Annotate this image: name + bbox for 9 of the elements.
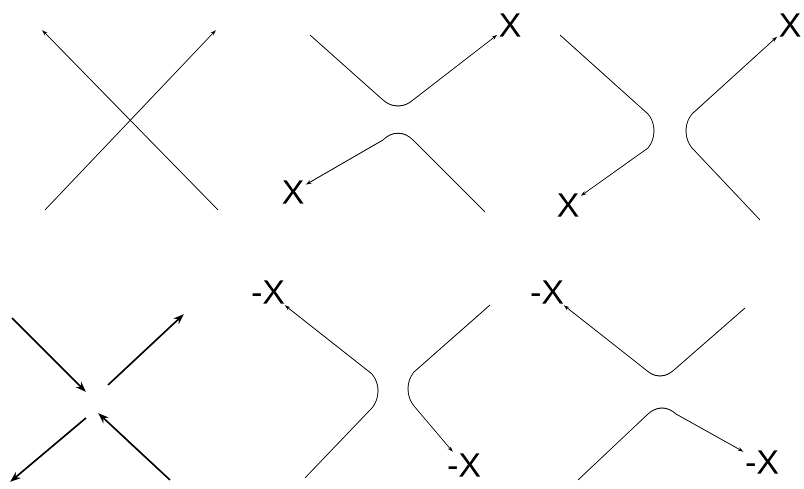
axis-label: -X [532, 280, 564, 304]
trajectory-arrow [560, 34, 654, 196]
axis-label: X [779, 13, 801, 37]
axis-label: -X [746, 450, 778, 474]
axis-label: X [282, 180, 304, 204]
axis-label: X [557, 193, 579, 217]
axis-label: -X [448, 453, 480, 477]
axis-label: -X [252, 280, 284, 304]
axis-label: X [499, 13, 521, 37]
